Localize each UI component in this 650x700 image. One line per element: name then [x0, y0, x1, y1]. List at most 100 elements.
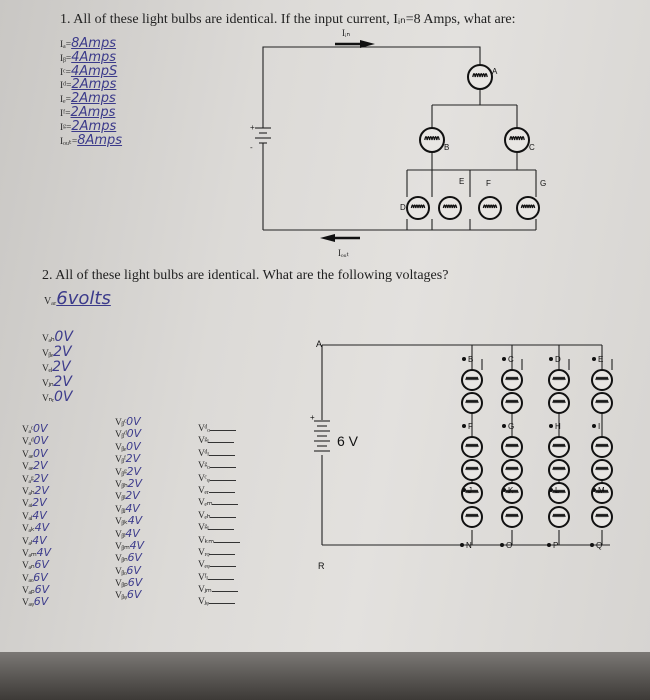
voltage-key: Vᵣᵩ: [198, 547, 210, 558]
answer-blank[interactable]: [208, 521, 235, 531]
q1-answer-row: Iₑ=2Amps: [60, 91, 122, 106]
voltage-value: 6V: [33, 595, 49, 609]
q1-answer-row: Iₐ=8Amps: [60, 36, 122, 51]
answer-blank[interactable]: [213, 534, 240, 543]
light-bulb-icon: [516, 196, 540, 220]
light-bulb-icon: [461, 369, 483, 391]
answer-blank[interactable]: [207, 571, 234, 580]
voltage-key: Vᵦₕ: [115, 479, 128, 490]
q1-answer-row: Iᵦ=4Amps: [60, 50, 122, 64]
voltage-row: Vₑᵣ: [198, 484, 240, 496]
answer-blank[interactable]: [209, 558, 236, 568]
voltage-row: Vₐₕ2V: [22, 484, 51, 497]
voltage-key: Vᵦₒ: [115, 566, 127, 577]
voltage-value: 4V: [125, 526, 140, 540]
answer-blank[interactable]: [211, 583, 238, 593]
voltage-value: 2V: [126, 464, 142, 478]
voltage-row: Vₑₕ: [198, 509, 240, 521]
node-label: E: [598, 355, 603, 364]
light-bulb-icon: [591, 392, 613, 414]
voltage-row: Vⱼₙ2V: [42, 375, 73, 390]
node-label: D: [555, 355, 561, 364]
voltage-key: Vᵦⱼ: [115, 504, 126, 515]
q1-answer-row: Iᵍ=2Amps: [60, 119, 122, 133]
voltage-key: Vₐₕ: [22, 486, 35, 497]
light-bulb-icon: [591, 482, 613, 504]
light-bulb-icon: [461, 436, 483, 458]
voltage-value: 6V: [126, 588, 142, 602]
node-label: K: [508, 486, 514, 495]
voltage-value: 0V: [54, 329, 73, 345]
light-bulb-icon: [548, 436, 570, 458]
light-bulb-icon: [501, 506, 523, 528]
answer-blank[interactable]: [209, 459, 236, 469]
node-label: F: [468, 422, 473, 431]
voltage-key: Vᵦₚ: [115, 579, 128, 590]
voltage-value: 2V: [53, 374, 72, 390]
voltage-value: 2V: [52, 359, 71, 375]
voltage-row: Vⱼₘ: [198, 583, 240, 595]
voltage-key: Vᵍₗ: [198, 436, 209, 447]
voltage-key: Vₐₑ: [22, 449, 33, 460]
battery-plus: +: [310, 413, 315, 422]
light-bulb-icon: [548, 482, 570, 504]
answer-blank[interactable]: [210, 509, 237, 518]
node-label: J: [468, 486, 472, 495]
answer-blank[interactable]: [208, 484, 235, 493]
voltage-key: Vᵈₗ: [198, 448, 209, 459]
voltage-key: Vₐₒ: [22, 573, 34, 584]
q1-answer-key: Iᶠ=: [60, 108, 71, 119]
voltage-row: Vᶠₗ: [198, 571, 240, 583]
voltage-row: Vᵦₚ6V: [115, 576, 144, 590]
voltage-row: Vₐᵢ2V: [22, 496, 51, 510]
voltage-row: Vₖₘ: [198, 534, 240, 546]
voltage-value: 6V: [127, 576, 143, 590]
voltage-row: Vᵍₗ: [198, 434, 240, 446]
answer-blank[interactable]: [212, 496, 239, 506]
voltage-value: 2V: [33, 471, 48, 485]
voltage-row: Vᵦₘ4V: [115, 538, 145, 552]
voltage-value: 4V: [129, 538, 145, 552]
answer-blank[interactable]: [208, 595, 235, 605]
light-bulb-icon: [461, 459, 483, 481]
light-bulb-icon: [504, 127, 530, 153]
voltage-key: Vᵦᶜ: [115, 418, 127, 428]
answer-blank[interactable]: [209, 546, 236, 555]
voltage-value: 2V: [32, 496, 47, 510]
voltage-row: Vₐᶜ0V: [22, 422, 51, 435]
answer-blank[interactable]: [209, 472, 236, 481]
q1-answer-value: 2Amps: [71, 118, 117, 134]
voltage-key: Vₐᶜ: [22, 425, 33, 435]
light-bulb-icon: [406, 196, 430, 220]
voltage-key: Vₐₚ: [22, 586, 35, 597]
light-bulb-icon: [501, 459, 523, 481]
node-label: O: [506, 541, 512, 550]
voltage-value: 0V: [126, 427, 142, 441]
voltage-row: Vᵦᵍ2V: [115, 464, 144, 478]
light-bulb-icon: [548, 392, 570, 414]
voltage-key: Vᵦₘ: [115, 541, 130, 552]
q1-answer-key: Iₑ=: [60, 95, 71, 106]
voltage-row: Vₐₘ4V: [22, 546, 51, 559]
bulb-label: E: [459, 177, 464, 186]
voltage-key: Vᵍₗ: [198, 523, 209, 534]
q1-answer-key: Iᵈ=: [60, 81, 72, 92]
question-1-text: 1. All of these light bulbs are identica…: [60, 12, 516, 27]
q1-answer-value: 2Amps: [71, 77, 117, 93]
voltage-row: Vₐᵈ0V: [22, 435, 51, 448]
voltage-row: Vₐₕ0V: [42, 330, 73, 345]
answer-blank[interactable]: [209, 422, 236, 431]
answer-blank[interactable]: [208, 447, 235, 456]
voltage-key: Vₐᵢ: [22, 499, 33, 510]
light-bulb-icon: [501, 392, 523, 414]
voltage-key: Vᵦₑ: [42, 349, 54, 359]
answer-blank[interactable]: [208, 434, 235, 444]
voltage-row: Vₐₗ4V: [22, 534, 51, 547]
light-bulb-icon: [467, 64, 493, 90]
light-bulb-icon: [548, 369, 570, 391]
q1-answer-row: Iᵈ=2Amps: [60, 77, 122, 93]
voltage-value: 6V: [34, 583, 50, 597]
voltage-row: Vₑᵩ: [198, 558, 240, 570]
voltage-key: Vᵦᵈ: [115, 430, 127, 441]
